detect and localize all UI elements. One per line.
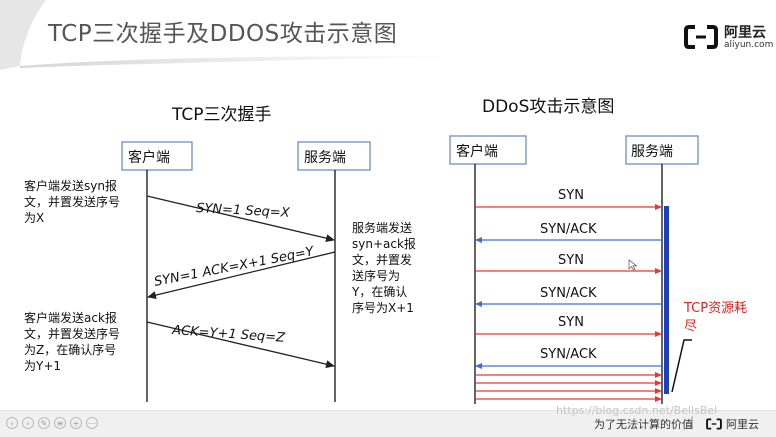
left-heading: TCP三次握手 [171, 105, 272, 125]
left-server-label: 服务端 [304, 150, 346, 166]
left-client-box [121, 141, 193, 171]
note-server-line: 服务端发送 [352, 220, 412, 235]
right-server-label: 服务端 [631, 144, 673, 160]
note-client-ack-line: 为Z，在确认序号 [24, 342, 116, 357]
note-client-ack-line: 为Y+1 [24, 359, 61, 373]
logo-name: 阿里云 [724, 25, 766, 41]
slide-next-icon[interactable]: › [22, 417, 34, 429]
note-server-line: 序号为X+1 [352, 300, 414, 315]
note-client-syn-line: 客户端发送syn报 [24, 178, 117, 193]
exhaust-label-line: 尽 [684, 319, 697, 334]
ddos-syn-label: SYN [558, 188, 584, 203]
ddos-synack-label: SYN/ACK [540, 286, 597, 301]
slide-prev-icon[interactable]: ‹ [6, 417, 18, 429]
note-client-ack-line: 文，并置发送序号 [24, 326, 120, 341]
right-heading: DDoS攻击示意图 [482, 97, 614, 117]
logo-url: aliyun.com [724, 40, 774, 50]
note-server-line: syn+ack报 [352, 236, 416, 251]
right-client-label: 客户端 [456, 143, 498, 160]
footer-slogan: 为了无法计算的价值 [594, 418, 693, 431]
handshake-arrow-synack [147, 251, 336, 300]
server-resource-bar [664, 206, 669, 394]
footer-brand: 阿里云 [726, 418, 759, 431]
pen-icon[interactable]: ✎ [38, 417, 50, 429]
header-swoosh [0, 0, 470, 70]
handshake-label-ack: ACK=Y+1 Seq=Z [171, 323, 287, 346]
handshake-arrow-ack [146, 321, 335, 369]
handshake-label-synack: SYN=1 ACK=X+1 Seq=Y [153, 244, 316, 290]
right-server-box [625, 135, 699, 165]
note-client-syn: 客户端发送syn报 文，并置发送序号 为X [24, 178, 120, 225]
menu-icon[interactable]: ≡ [54, 417, 66, 429]
note-server-line: 送序号为 [352, 268, 400, 283]
left-client-label: 客户端 [128, 149, 170, 166]
aliyun-logo-icon [684, 25, 718, 49]
note-client-ack: 客户端发送ack报 文，并置发送序号 为Z，在确认序号 为Y+1 [24, 310, 120, 373]
aliyun-logo: 阿里云 aliyun.com [684, 22, 773, 58]
zoom-icon[interactable]: + [70, 417, 82, 429]
note-server-synack: 服务端发送 syn+ack报 文，并置发 送序号为 Y，在确认 序号为X+1 [351, 220, 416, 315]
cursor-icon [628, 259, 638, 271]
left-server-box [297, 141, 371, 171]
slide-title: TCP三次握手及DDOS攻击示意图 [48, 21, 398, 47]
exhaust-label-line: TCP资源耗 [683, 301, 747, 316]
aliyun-logo-icon [706, 418, 722, 430]
note-client-syn-line: 为X [24, 211, 44, 225]
footer-separator: | [690, 415, 695, 429]
note-server-line: Y，在确认 [351, 285, 407, 299]
exhaust-callout-line [671, 339, 692, 393]
footer-bar: ‹ › ✎ ≡ + ⋯ 为了无法计算的价值 | 阿里云 [0, 410, 776, 437]
note-server-line: 文，并置发 [352, 252, 412, 267]
note-client-ack-line: 客户端发送ack报 [24, 310, 117, 325]
note-client-syn-line: 文，并置发送序号 [24, 194, 120, 209]
handshake-label-syn: SYN=1 Seq=X [196, 201, 291, 221]
ddos-synack-label: SYN/ACK [540, 222, 597, 237]
ddos-syn-label: SYN [558, 315, 584, 330]
ddos-syn-label: SYN [558, 253, 584, 268]
more-icon[interactable]: ⋯ [86, 417, 98, 429]
watermark: https://blog.csdn.net/BellsBel [556, 404, 718, 417]
right-client-box [449, 135, 527, 165]
handshake-arrow-syn [146, 195, 335, 243]
ddos-synack-label: SYN/ACK [540, 347, 597, 362]
